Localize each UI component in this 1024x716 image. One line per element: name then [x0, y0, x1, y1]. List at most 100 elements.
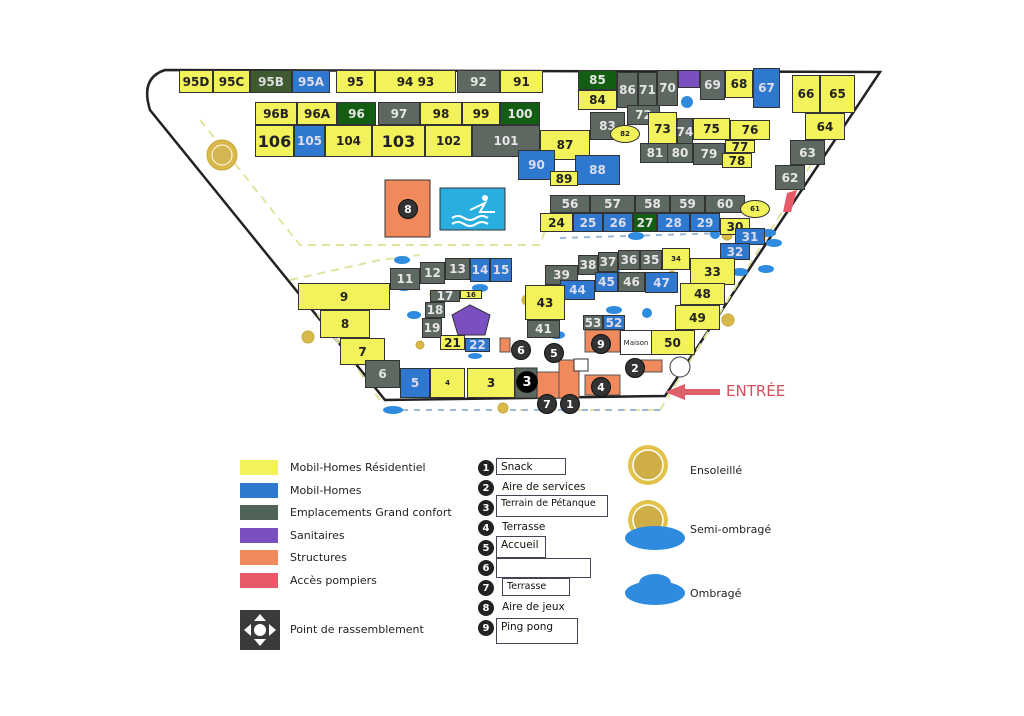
- lot-44[interactable]: 44: [560, 280, 595, 300]
- facility-marker-9[interactable]: 9: [591, 334, 611, 354]
- lot-18[interactable]: 18: [425, 302, 445, 318]
- facility-marker-5[interactable]: 5: [544, 343, 564, 363]
- lot-52[interactable]: 52: [603, 315, 625, 330]
- lot-68[interactable]: 68: [725, 70, 753, 98]
- lot-75[interactable]: 75: [693, 118, 730, 140]
- lot-45[interactable]: 45: [595, 272, 618, 292]
- lot-81[interactable]: 81: [640, 143, 670, 163]
- lot-50[interactable]: 50: [650, 330, 695, 355]
- lot-79[interactable]: 79: [693, 143, 725, 165]
- lot-63[interactable]: 63: [790, 140, 825, 165]
- lot-88[interactable]: 88: [575, 155, 620, 185]
- lot-64[interactable]: 64: [805, 113, 845, 140]
- lot-105[interactable]: 105: [294, 125, 325, 157]
- lot-31[interactable]: 31: [735, 228, 765, 245]
- lot-11[interactable]: 11: [390, 268, 420, 290]
- lot-14[interactable]: 14: [470, 258, 490, 282]
- lot-95C[interactable]: 95C: [213, 70, 250, 93]
- lot-29[interactable]: 29: [690, 213, 720, 232]
- lot-56[interactable]: 56: [550, 195, 590, 213]
- lot-8[interactable]: 8: [320, 310, 370, 338]
- lot-24[interactable]: 24: [540, 213, 573, 232]
- lot-57[interactable]: 57: [590, 195, 635, 213]
- lot-5[interactable]: 5: [400, 368, 430, 398]
- lot-89[interactable]: 89: [550, 171, 578, 186]
- lot-85[interactable]: 85: [578, 70, 617, 90]
- sanitary-block[interactable]: [678, 70, 700, 88]
- lot-94-93[interactable]: 94 93: [375, 70, 456, 93]
- lot-95D[interactable]: 95D: [179, 70, 213, 93]
- lot-35[interactable]: 35: [640, 250, 662, 270]
- lot-36[interactable]: 36: [618, 250, 640, 270]
- lot-41[interactable]: 41: [527, 320, 560, 338]
- lot-21[interactable]: 21: [440, 335, 465, 350]
- lot-19[interactable]: 19: [422, 318, 442, 338]
- lot-73[interactable]: 73: [648, 112, 677, 145]
- lot-67[interactable]: 67: [753, 68, 780, 108]
- lot-37[interactable]: 37: [598, 252, 618, 272]
- lot-91[interactable]: 91: [500, 70, 543, 93]
- lot-96A[interactable]: 96A: [297, 102, 337, 125]
- lot-104[interactable]: 104: [325, 125, 372, 157]
- lot-77[interactable]: 77: [725, 140, 755, 154]
- lot-33[interactable]: 33: [690, 258, 735, 285]
- lot-59[interactable]: 59: [670, 195, 705, 213]
- lot-95B[interactable]: 95B: [250, 70, 292, 93]
- lot-96[interactable]: 96: [337, 102, 376, 125]
- lot-90[interactable]: 90: [518, 150, 555, 180]
- lot-65[interactable]: 65: [820, 75, 855, 113]
- lot-86[interactable]: 86: [617, 72, 638, 108]
- facility-marker-6[interactable]: 6: [511, 340, 531, 360]
- lot-32[interactable]: 32: [720, 243, 750, 260]
- lot-48[interactable]: 48: [680, 283, 725, 305]
- lot-27[interactable]: 27: [633, 213, 657, 232]
- lot-78[interactable]: 78: [722, 153, 752, 168]
- lot-99[interactable]: 99: [462, 102, 500, 125]
- lot-12[interactable]: 12: [420, 262, 445, 284]
- lot-3[interactable]: 3: [467, 368, 515, 398]
- lot-53[interactable]: 53: [583, 315, 603, 330]
- lot-71[interactable]: 71: [638, 72, 657, 108]
- lot-95[interactable]: 95: [336, 70, 375, 93]
- lot-97[interactable]: 97: [378, 102, 420, 125]
- facility-marker-1[interactable]: 1: [560, 394, 580, 414]
- facility-marker-2[interactable]: 2: [625, 358, 645, 378]
- lot-34[interactable]: 34: [662, 248, 690, 270]
- lot-4[interactable]: 4: [430, 368, 465, 398]
- lot-95A[interactable]: 95A: [292, 70, 330, 93]
- lot-98[interactable]: 98: [420, 102, 462, 125]
- lot-46[interactable]: 46: [618, 272, 645, 292]
- lot-49[interactable]: 49: [675, 305, 720, 330]
- lot-38[interactable]: 38: [578, 255, 598, 275]
- facility-marker-3[interactable]: 3: [516, 371, 538, 393]
- lot-47[interactable]: 47: [645, 272, 678, 293]
- lot-6[interactable]: 6: [365, 360, 400, 388]
- lot-58[interactable]: 58: [635, 195, 670, 213]
- lot-28[interactable]: 28: [657, 213, 690, 232]
- lot-17[interactable]: 17: [430, 289, 460, 303]
- lot-103[interactable]: 103: [372, 125, 425, 157]
- lot-80[interactable]: 80: [667, 143, 693, 163]
- lot-9[interactable]: 9: [298, 283, 390, 310]
- lot-60[interactable]: 60: [705, 195, 745, 213]
- lot-74[interactable]: 74: [677, 118, 693, 145]
- lot-25[interactable]: 25: [573, 213, 603, 232]
- lot-92[interactable]: 92: [457, 70, 500, 93]
- house-maison[interactable]: Maison: [620, 330, 652, 355]
- lot-96B[interactable]: 96B: [255, 102, 297, 125]
- lot-13[interactable]: 13: [445, 258, 470, 280]
- lot-66[interactable]: 66: [792, 75, 820, 113]
- lot-106[interactable]: 106: [255, 125, 294, 157]
- lot-26[interactable]: 26: [603, 213, 633, 232]
- facility-marker-8[interactable]: 8: [398, 199, 418, 219]
- lot-102[interactable]: 102: [425, 125, 472, 157]
- lot-22[interactable]: 22: [465, 338, 490, 352]
- lot-61[interactable]: 61: [740, 200, 770, 218]
- lot-70[interactable]: 70: [657, 70, 678, 106]
- facility-marker-4[interactable]: 4: [591, 377, 611, 397]
- facility-marker-7[interactable]: 7: [537, 394, 557, 414]
- lot-62[interactable]: 62: [775, 165, 805, 190]
- lot-69[interactable]: 69: [700, 70, 725, 100]
- lot-82[interactable]: 82: [610, 125, 640, 143]
- lot-84[interactable]: 84: [578, 90, 617, 110]
